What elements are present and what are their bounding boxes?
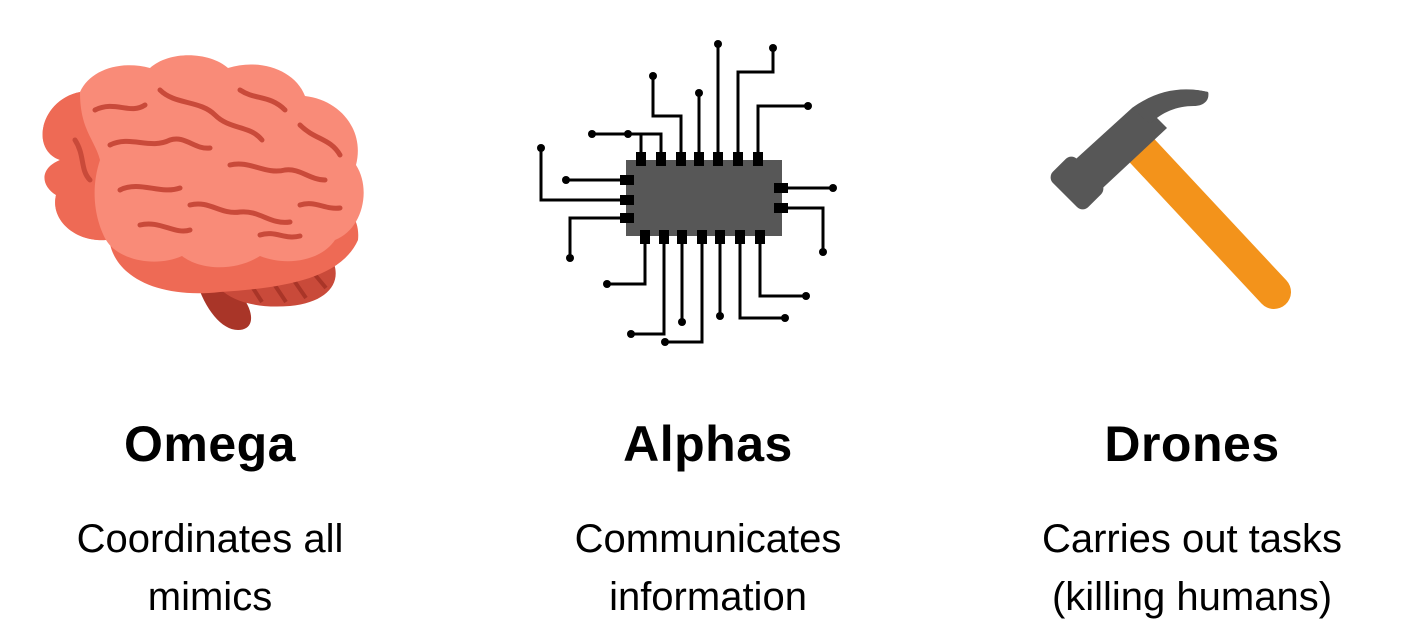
role-title: Alphas bbox=[623, 416, 793, 472]
role-alphas: Alphas Communicates information bbox=[498, 0, 918, 634]
description-line: information bbox=[609, 575, 807, 619]
role-omega: Omega Coordinates all mimics bbox=[0, 0, 420, 634]
role-title: Drones bbox=[1104, 416, 1280, 472]
description-line: Carries out tasks bbox=[1041, 517, 1343, 561]
microchip-icon bbox=[498, 30, 918, 360]
description-line: (killing humans) bbox=[1051, 575, 1333, 619]
role-title: Omega bbox=[123, 416, 296, 472]
role-drones: Drones Carries out tasks (killing humans… bbox=[982, 0, 1402, 634]
description-line: mimics bbox=[147, 575, 273, 619]
description-line: Coordinates all bbox=[76, 517, 344, 561]
brain-icon bbox=[0, 30, 420, 360]
role-description: Coordinates all mimics bbox=[0, 510, 420, 626]
role-description: Carries out tasks (killing humans) bbox=[982, 510, 1402, 626]
description-line: Communicates bbox=[574, 517, 842, 561]
role-description: Communicates information bbox=[498, 510, 918, 626]
hammer-icon bbox=[982, 30, 1402, 360]
